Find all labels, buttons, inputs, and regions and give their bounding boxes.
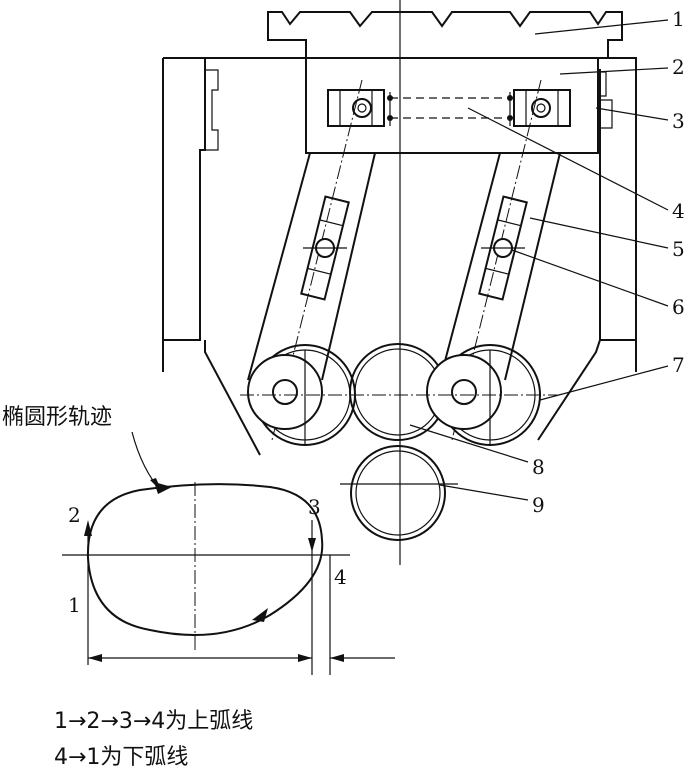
frame-right-outer (598, 57, 637, 372)
left-slider-block (327, 89, 385, 127)
point-4-label: 4 (334, 565, 347, 589)
callout-9: 9 (532, 493, 545, 517)
left-arm-slot (300, 195, 350, 301)
leader-4 (467, 107, 669, 211)
bottom-roller (350, 445, 446, 541)
leader-3 (595, 107, 669, 121)
frame-left-inner (163, 58, 206, 341)
callout-5: 5 (672, 237, 685, 261)
right-guide-rail (598, 99, 613, 129)
hopper-right-wall (537, 339, 601, 441)
carriage-block (305, 57, 599, 154)
legend-lower-arc: 4→1为下弧线 (54, 745, 188, 770)
left-arm-edge-inner (321, 152, 376, 381)
callout-4: 4 (672, 199, 685, 223)
leader-1 (534, 19, 669, 35)
right-eccentric-pin (451, 379, 477, 405)
callout-3: 3 (672, 109, 685, 133)
leader-7 (539, 365, 669, 401)
leader-5 (529, 217, 669, 249)
left-eccentric-pin (272, 379, 298, 405)
left-arm-edge-outer (247, 152, 311, 381)
left-guide-rail (205, 69, 219, 151)
right-arm-edge-outer (439, 152, 501, 381)
callout-6: 6 (672, 295, 685, 319)
legend-upper-arc: 1→2→3→4为上弧线 (54, 709, 253, 734)
leader-8 (409, 424, 529, 463)
leader-6 (511, 249, 669, 307)
callout-2: 2 (672, 55, 685, 79)
callout-7: 7 (672, 353, 685, 377)
callout-8: 8 (532, 455, 545, 479)
right-top-pin (531, 98, 551, 118)
top-rack (267, 11, 623, 59)
elliptical-trajectory (86, 483, 324, 636)
point-1-label: 1 (68, 593, 81, 617)
hopper-left-wall (204, 340, 261, 456)
frame-right-inner (597, 58, 636, 341)
point-2-label: 2 (68, 503, 81, 527)
trajectory-caption: 椭圆形轨迹 (2, 405, 112, 430)
left-top-pin (352, 98, 372, 118)
leader-9 (439, 484, 529, 501)
callout-1: 1 (672, 7, 685, 31)
leader-2 (559, 67, 669, 75)
right-slider-block (513, 89, 571, 127)
right-arm-edge-inner (504, 152, 561, 381)
point-3-label: 3 (308, 495, 321, 519)
